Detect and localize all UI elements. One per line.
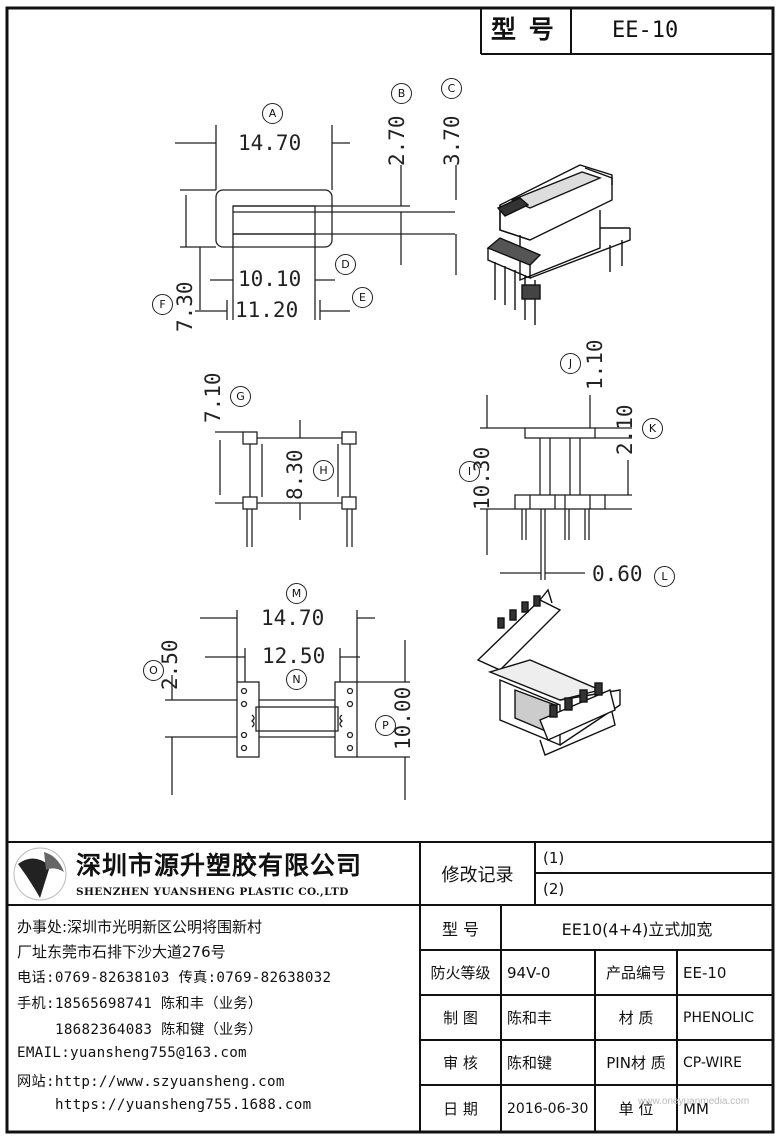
dim-letter-e: E <box>352 287 373 308</box>
spec-unit-label: 单 位 <box>618 1100 654 1118</box>
dim-letter-a: A <box>262 103 283 124</box>
revision-label: 修改记录 <box>441 864 514 886</box>
spec-unit-value: MM <box>683 1099 709 1118</box>
spec-review-label: 审 核 <box>443 1054 478 1072</box>
company-office: 办事处:深圳市光明新区公明将围新村 <box>17 918 263 936</box>
dim-h: 8.30 <box>283 449 307 500</box>
company-mobile-2: 18682364083 陈和键（业务） <box>55 1022 263 1038</box>
header-model-value: EE-10 <box>612 18 679 43</box>
spec-material-value: PHENOLIC <box>683 1009 755 1026</box>
dim-a: 14.70 <box>238 131 302 155</box>
revision-row-1: (1) <box>543 848 565 867</box>
company-email: EMAIL:yuansheng755@163.com <box>17 1045 247 1061</box>
dim-j: 1.10 <box>583 339 607 390</box>
dim-letter-m: M <box>286 583 307 604</box>
dim-letter-p: P <box>375 715 396 736</box>
dim-n: 12.50 <box>262 644 326 668</box>
spec-pin-value: CP-WIRE <box>683 1054 742 1071</box>
spec-date-label: 日 期 <box>443 1100 478 1118</box>
spec-model-label: 型 号 <box>441 919 480 939</box>
dim-letter-c: C <box>441 78 462 99</box>
company-factory: 厂址东莞市石排下沙大道276号 <box>17 943 226 961</box>
dim-c: 3.70 <box>440 115 464 166</box>
dim-letter-l: L <box>654 566 675 587</box>
dim-l: 0.60 <box>592 562 643 586</box>
dim-k: 2.10 <box>613 404 637 455</box>
revision-row-2: (2) <box>543 880 565 898</box>
sheet-border <box>5 6 775 1134</box>
spec-drawn-label: 制 图 <box>443 1009 478 1027</box>
spec-date-value: 2016-06-30 <box>507 1100 589 1117</box>
company-mobile-1: 手机:18565698741 陈和丰（业务） <box>17 996 263 1012</box>
top-view <box>175 125 457 320</box>
spec-pin-label: PIN材 质 <box>606 1054 666 1072</box>
spec-review-value: 陈和键 <box>507 1054 553 1072</box>
dim-g: 7.10 <box>201 372 225 423</box>
spec-drawn-value: 陈和丰 <box>507 1009 553 1027</box>
dim-letter-n: N <box>286 669 307 690</box>
dim-f: 7.30 <box>173 281 197 332</box>
dim-letter-i: I <box>459 461 480 482</box>
dim-letter-k: K <box>642 418 663 439</box>
company-web-1: 网站:http://www.szyuansheng.com <box>17 1074 285 1090</box>
spec-product-no-value: EE-10 <box>683 963 727 982</box>
watermark: www.oneyuanmedia.com <box>638 1096 750 1107</box>
bottom-view <box>165 610 410 800</box>
dim-letter-f: F <box>152 294 173 315</box>
spec-fire-label: 防火等级 <box>430 964 491 982</box>
title-block-grid <box>7 841 773 1132</box>
dim-p: 10.00 <box>391 686 415 750</box>
spec-product-no-label: 产品编号 <box>605 964 666 982</box>
dim-d: 10.10 <box>238 267 302 291</box>
company-name-en: SHENZHEN YUANSHENG PLASTIC CO.,LTD <box>76 886 349 898</box>
dim-i: 10.30 <box>470 446 494 510</box>
spec-material-label: 材 质 <box>618 1009 654 1027</box>
bobbin-3d-tilted-icon <box>476 588 621 756</box>
dim-m: 14.70 <box>261 606 325 630</box>
dim-o: 2.50 <box>158 639 182 690</box>
spec-model-value: EE10(4+4)立式加宽 <box>561 919 713 939</box>
spec-fire-value: 94V-0 <box>507 963 551 982</box>
dim-letter-d: D <box>335 254 356 275</box>
company-phone: 电话:0769-82638103 传真:0769-82638032 <box>17 970 332 986</box>
side-view <box>215 420 357 547</box>
header-box <box>480 8 773 55</box>
dim-e: 11.20 <box>235 298 299 322</box>
bobbin-3d-upright-icon <box>486 164 631 325</box>
dim-letter-h: H <box>313 460 334 481</box>
company-logo <box>13 847 67 901</box>
header-model-label: 型 号 <box>491 15 556 44</box>
company-web-2: https://yuansheng755.1688.com <box>55 1097 312 1113</box>
front-view <box>480 395 632 580</box>
company-name-cn: 深圳市源升塑胶有限公司 <box>76 851 363 880</box>
dim-letter-j: J <box>560 353 581 374</box>
dim-letter-b: B <box>391 83 412 104</box>
dim-b: 2.70 <box>385 115 409 166</box>
dim-letter-o: O <box>143 660 164 681</box>
dim-letter-g: G <box>230 386 251 407</box>
